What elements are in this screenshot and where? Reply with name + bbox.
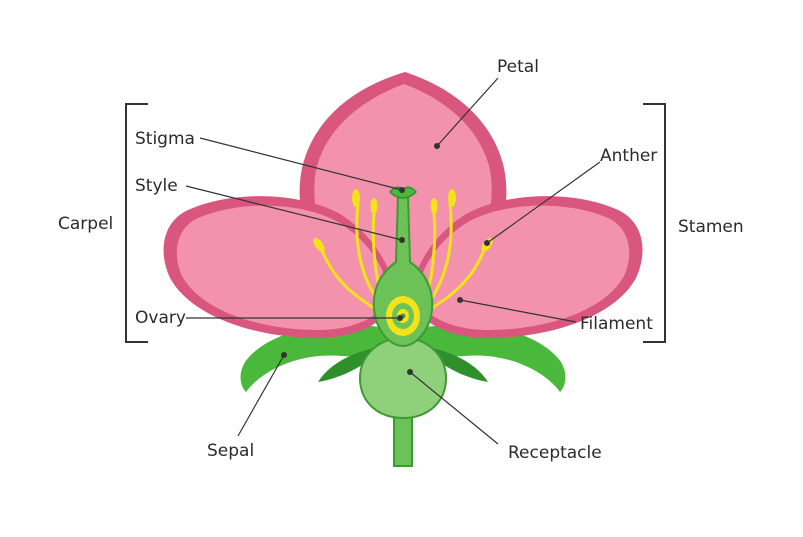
receptacle [358,336,448,420]
stamen-bracket [643,103,666,343]
petal-top-inner [314,84,492,272]
label-sepal: Sepal [207,441,254,461]
dot-stigma [399,187,405,193]
label-receptacle: Receptacle [508,443,602,463]
anther-6 [430,198,438,214]
anther-3 [370,198,378,214]
carpel-bracket [125,103,148,343]
petals [163,72,643,338]
leader-style [185,185,403,241]
brackets [125,103,666,343]
sepal-left [240,324,390,392]
label-anther: Anther [600,146,657,166]
label-petal: Petal [497,57,539,77]
petal-right-inner [418,205,630,330]
dot-receptacle [407,369,413,375]
anther-2 [313,238,325,252]
sepal-right [416,324,566,392]
leader-petal [436,77,499,147]
dot-style [399,237,405,243]
petal-left-inner [176,205,388,330]
label-carpel: Carpel [58,214,113,234]
dot-filament [457,297,463,303]
dot-ovary [397,315,403,321]
label-filament: Filament [580,314,653,334]
labels: Petal Stigma Style Anther Carpel Stamen … [58,57,744,463]
leader-dots [281,143,490,375]
leader-stigma [199,137,403,191]
label-ovary: Ovary [135,308,186,328]
leader-filament [459,299,577,323]
anther-1 [352,189,360,207]
dot-sepal [281,352,287,358]
leader-sepal [237,354,285,437]
anther-4 [448,189,456,207]
dot-anther [484,240,490,246]
anthers [313,189,493,252]
stem-receptacle [358,336,448,467]
leader-lines [185,77,601,445]
dot-petal [434,143,440,149]
leader-receptacle [409,371,499,445]
leader-anther [486,161,601,244]
label-style: Style [135,176,178,196]
label-stigma: Stigma [135,129,195,149]
label-stamen: Stamen [678,217,744,237]
